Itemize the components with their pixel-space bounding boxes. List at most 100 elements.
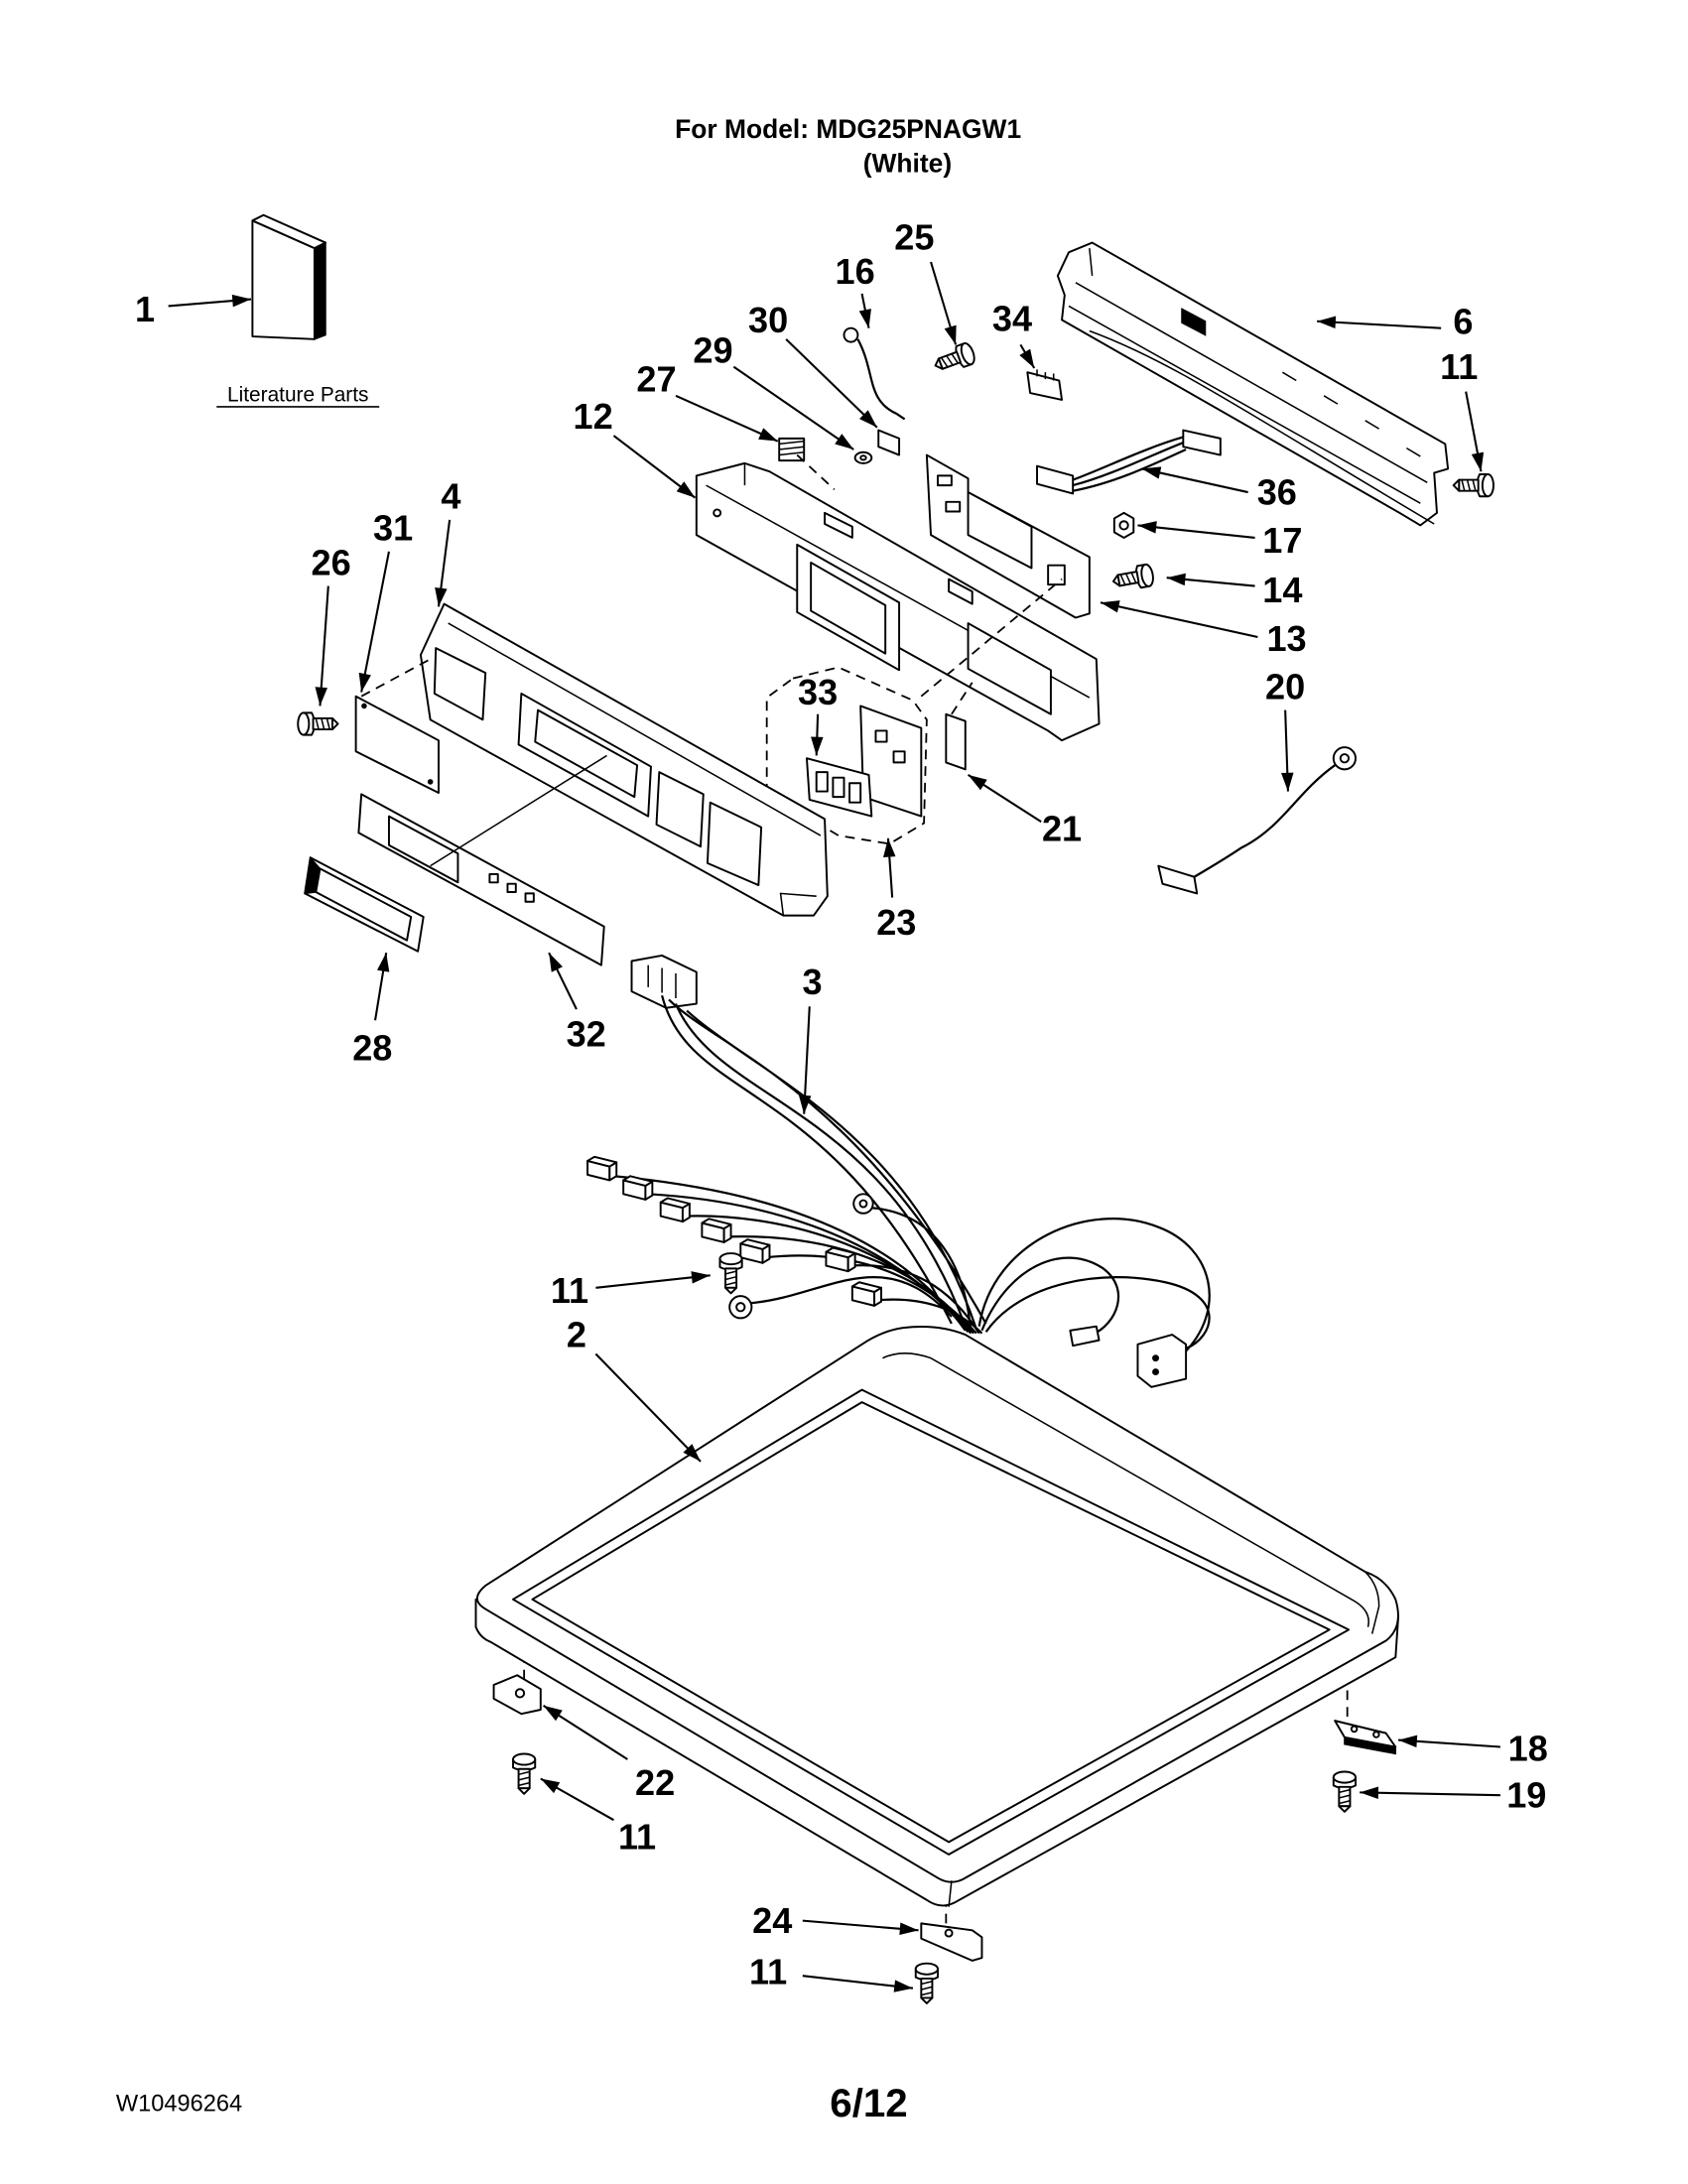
screw-icon — [914, 1962, 939, 2004]
callout-leader — [595, 1271, 711, 1289]
callout-label: 29 — [693, 329, 732, 370]
callout-label: 23 — [876, 902, 916, 943]
top-panel-corner-edge — [948, 1880, 953, 1907]
callout-leader — [612, 435, 697, 499]
callout-label: 28 — [352, 1028, 392, 1069]
callout-leader — [1100, 600, 1258, 638]
left-bracket-hole — [514, 1688, 526, 1699]
overlay-button-2 — [506, 882, 517, 893]
front-bracket-hole — [944, 1928, 954, 1938]
callout-part-30: 30 — [748, 300, 878, 429]
nut-hole — [1118, 520, 1129, 531]
harness-connector — [622, 1175, 654, 1201]
console-harness — [1036, 429, 1222, 495]
ui-board-component — [874, 729, 888, 743]
callout-label: 13 — [1266, 618, 1306, 659]
callout-part-18: 18 — [1398, 1728, 1548, 1768]
right-hinge — [1334, 1720, 1397, 1755]
callout-part-20: 20 — [1265, 666, 1305, 792]
callout-label: 11 — [551, 1270, 588, 1311]
clip-body — [877, 429, 901, 456]
callout-part-3: 3 — [798, 962, 823, 1114]
callout-part-12: 12 — [574, 396, 697, 499]
display-lens — [304, 855, 425, 953]
harness-wires — [1072, 436, 1187, 492]
screw-icon — [1109, 562, 1156, 593]
harness-connector — [701, 1218, 732, 1243]
callout-leader — [435, 519, 452, 607]
main-wire-harness — [586, 954, 1211, 1388]
lower-wire-lead — [1193, 764, 1336, 878]
callout-part-24: 24 — [752, 1900, 919, 1941]
callout-label: 16 — [836, 251, 875, 292]
screw-icon — [512, 1752, 537, 1795]
guide-line — [951, 682, 974, 715]
screw-icon — [1332, 1770, 1357, 1813]
callout-label: 36 — [1257, 472, 1297, 513]
model-title: For Model: MDG25PNAGW1 — [675, 114, 1021, 144]
control-board-plate — [967, 491, 1033, 570]
hex-nut — [1112, 511, 1135, 539]
harness-connector — [825, 1246, 856, 1273]
callout-label: 11 — [618, 1816, 656, 1857]
callout-leader — [1398, 1734, 1500, 1748]
front-bracket-body — [920, 1922, 983, 1962]
callout-leader — [1141, 466, 1248, 494]
end-plate-outline — [354, 695, 440, 794]
model-color: (White) — [863, 149, 952, 179]
callout-label: 20 — [1265, 666, 1305, 707]
callout-part-36: 36 — [1141, 466, 1297, 513]
lower-wire-ring-hole — [1339, 753, 1351, 764]
overlay-button-1 — [488, 872, 499, 884]
callout-leader — [543, 1704, 628, 1760]
rear-frame-edges — [1068, 248, 1428, 504]
switch-block-2 — [832, 776, 845, 799]
console-window-left — [433, 647, 487, 721]
callout-label: 12 — [574, 396, 613, 437]
connector-pin — [1152, 1354, 1160, 1362]
callout-label: 3 — [802, 962, 822, 1002]
callout-leader — [1465, 391, 1485, 472]
callout-part-31: 31 — [358, 508, 413, 693]
switch-block-3 — [848, 782, 862, 804]
console-panel-bevel — [448, 622, 822, 916]
console-frame-tab-2 — [948, 578, 974, 605]
callout-part-27: 27 — [636, 359, 779, 443]
callout-leader — [540, 1777, 614, 1822]
callout-leader — [1137, 521, 1255, 539]
literature-booklet — [251, 213, 327, 340]
console-frame-window-left-inner — [810, 561, 887, 655]
callout-label: 1 — [135, 289, 155, 329]
top-panel-rear-ridge — [882, 1352, 1369, 1627]
callout-label: 24 — [752, 1900, 792, 1941]
right-hinge-hole-2 — [1372, 1731, 1380, 1738]
callout-label: 18 — [1508, 1728, 1548, 1768]
callout-leader — [315, 585, 329, 707]
callout-leader — [1360, 1786, 1500, 1799]
control-board-chip-2 — [945, 500, 962, 513]
rear-frame-window — [1181, 308, 1207, 336]
overlay-button-3 — [524, 892, 535, 903]
rear-frame-slots — [1281, 371, 1421, 457]
callout-leader — [798, 1006, 812, 1114]
screw-icon — [718, 1252, 743, 1295]
overlay-alignment-line — [430, 754, 607, 867]
harness-connector-b — [1182, 429, 1222, 456]
callout-leader — [967, 774, 1042, 824]
screw-icon — [1452, 473, 1494, 498]
front-hinge-bracket — [920, 1922, 983, 1962]
callout-part-2: 2 — [567, 1315, 702, 1463]
spring-coils — [779, 440, 805, 456]
callout-leader — [802, 1975, 914, 1992]
console-frame — [695, 461, 1101, 742]
console-end-plate — [354, 695, 440, 794]
callout-leader — [374, 952, 390, 1021]
page-indicator: 6/12 — [830, 2081, 907, 2125]
top-panel-front-face — [474, 1598, 1400, 1907]
end-plate-dot — [361, 703, 367, 709]
ground-wire-lead — [856, 338, 906, 421]
guide-line — [360, 658, 432, 698]
console-panel — [419, 602, 829, 917]
console-rear-frame — [1056, 241, 1450, 527]
